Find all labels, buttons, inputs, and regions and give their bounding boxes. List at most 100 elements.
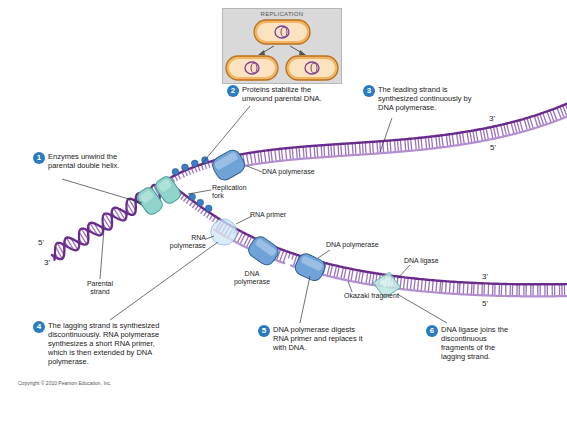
strand-end-label: 3'	[44, 258, 50, 267]
leader-line	[380, 118, 392, 152]
template-strand	[179, 190, 567, 284]
base-pair	[505, 284, 506, 296]
base-pair	[337, 144, 339, 156]
base-pair	[537, 284, 538, 296]
base-pair	[483, 129, 485, 141]
structure-label: DNA polymerase	[326, 241, 379, 249]
helicase-enzyme-shine	[157, 178, 172, 192]
base-pair	[559, 284, 560, 296]
cell-wall	[254, 20, 310, 44]
leader-line	[397, 265, 410, 279]
new-strand	[55, 185, 167, 260]
arrow-head	[299, 50, 306, 55]
base-pair	[414, 279, 415, 291]
chromosome-copy	[281, 27, 287, 37]
base-pair	[527, 118, 530, 130]
leader-line	[236, 216, 252, 224]
callout-box: 2Proteins stabilize the unwound parental…	[227, 85, 342, 103]
base-pair	[408, 139, 409, 151]
base-pair	[290, 148, 291, 160]
cell-wall	[226, 56, 278, 80]
base-pair	[540, 284, 541, 296]
base-pair	[494, 284, 496, 296]
dna-polymerase	[293, 251, 328, 283]
dna-polymerase-shine	[255, 238, 277, 257]
base-pair	[327, 145, 329, 157]
callout-box: 1Enzymes unwind the parental double heli…	[33, 152, 128, 170]
chromosome	[275, 26, 289, 38]
base-pair	[457, 282, 459, 294]
base-pair	[463, 132, 465, 144]
structure-label: DNA polymerase	[228, 270, 276, 286]
base-pair	[340, 144, 342, 156]
base-pair	[492, 284, 494, 296]
base-pair	[250, 153, 252, 165]
base-pair	[530, 117, 534, 129]
base-pair	[275, 149, 276, 161]
base-pair	[512, 284, 513, 296]
base-pair	[554, 284, 555, 296]
base-pair	[498, 284, 500, 296]
base-pair	[283, 251, 287, 262]
template-strand	[52, 181, 162, 259]
inset-title: REPLICATION	[223, 10, 341, 18]
leader-line	[62, 179, 142, 203]
leader-line	[348, 281, 352, 292]
cell-wall	[286, 56, 338, 80]
callout-number: 2	[227, 85, 239, 97]
base-pair	[470, 131, 472, 143]
binding-protein	[189, 194, 196, 201]
callout-number: 6	[426, 325, 438, 337]
base-pair	[316, 146, 318, 158]
strand-end-label: 5'	[482, 299, 488, 308]
base-pair	[496, 126, 499, 138]
base-pair	[428, 137, 429, 149]
inset-box: REPLICATION	[222, 8, 342, 84]
enzymes	[135, 147, 403, 300]
base-pair	[432, 280, 433, 292]
callout-number: 1	[33, 152, 45, 164]
base-pair	[366, 272, 368, 284]
base-pair	[281, 149, 282, 161]
base-pair	[446, 135, 448, 147]
base-pair	[565, 104, 567, 115]
base-pair	[501, 125, 504, 137]
base-pair	[407, 278, 408, 290]
base-pair	[471, 283, 473, 295]
base-pair	[428, 280, 429, 292]
base-pair	[344, 268, 347, 280]
base-pair	[320, 145, 322, 157]
base-pair	[362, 143, 364, 155]
callout-box: 4The lagging strand is synthesized disco…	[33, 321, 170, 366]
base-pair	[476, 130, 478, 142]
base-pair	[509, 284, 511, 296]
base-pair	[410, 278, 411, 290]
structure-label: RNA polymerase	[156, 234, 206, 250]
strand-end-label: 5'	[490, 143, 496, 152]
base-pair	[303, 147, 304, 159]
base-pair	[397, 140, 398, 152]
base-pair	[400, 140, 401, 152]
base-pair	[553, 109, 557, 120]
callout-text: The leading strand is synthesized contin…	[378, 85, 486, 112]
base-pair	[418, 279, 419, 291]
leader-line	[100, 229, 104, 279]
leader-line	[188, 190, 211, 194]
base-pair	[547, 284, 548, 296]
binding-protein	[182, 164, 189, 171]
structure-label: Okazaki fragment	[344, 292, 399, 300]
base-pair	[511, 122, 514, 134]
leader-line	[318, 250, 330, 258]
base-pair	[341, 267, 344, 279]
base-pair	[523, 284, 524, 296]
cell-interior	[229, 59, 275, 77]
base-pair	[405, 139, 406, 151]
base-pair	[386, 141, 388, 153]
base-pair	[524, 119, 527, 131]
base-pair	[564, 284, 565, 296]
structure-label: RNA primer	[250, 211, 286, 219]
base-pair	[439, 136, 440, 148]
base-pair	[507, 124, 510, 136]
base-pair	[488, 284, 490, 296]
base-pair	[457, 133, 459, 145]
